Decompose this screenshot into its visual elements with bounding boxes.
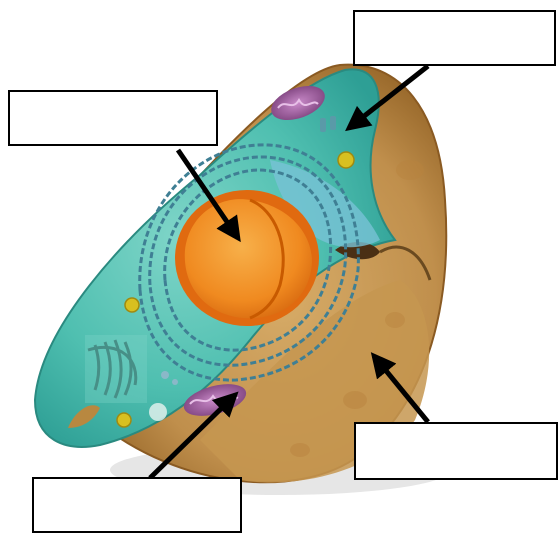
vesicle <box>338 152 354 168</box>
vesicle <box>172 379 178 385</box>
golgi-backdrop <box>85 335 147 403</box>
label-box-top-right[interactable] <box>353 10 556 66</box>
vesicle <box>161 371 169 379</box>
vesicle <box>117 413 131 427</box>
label-box-top-left[interactable] <box>8 90 218 146</box>
vesicle <box>149 403 167 421</box>
label-box-bottom-left[interactable] <box>32 477 242 533</box>
label-box-bottom-right[interactable] <box>354 422 558 480</box>
vesicle <box>125 298 139 312</box>
